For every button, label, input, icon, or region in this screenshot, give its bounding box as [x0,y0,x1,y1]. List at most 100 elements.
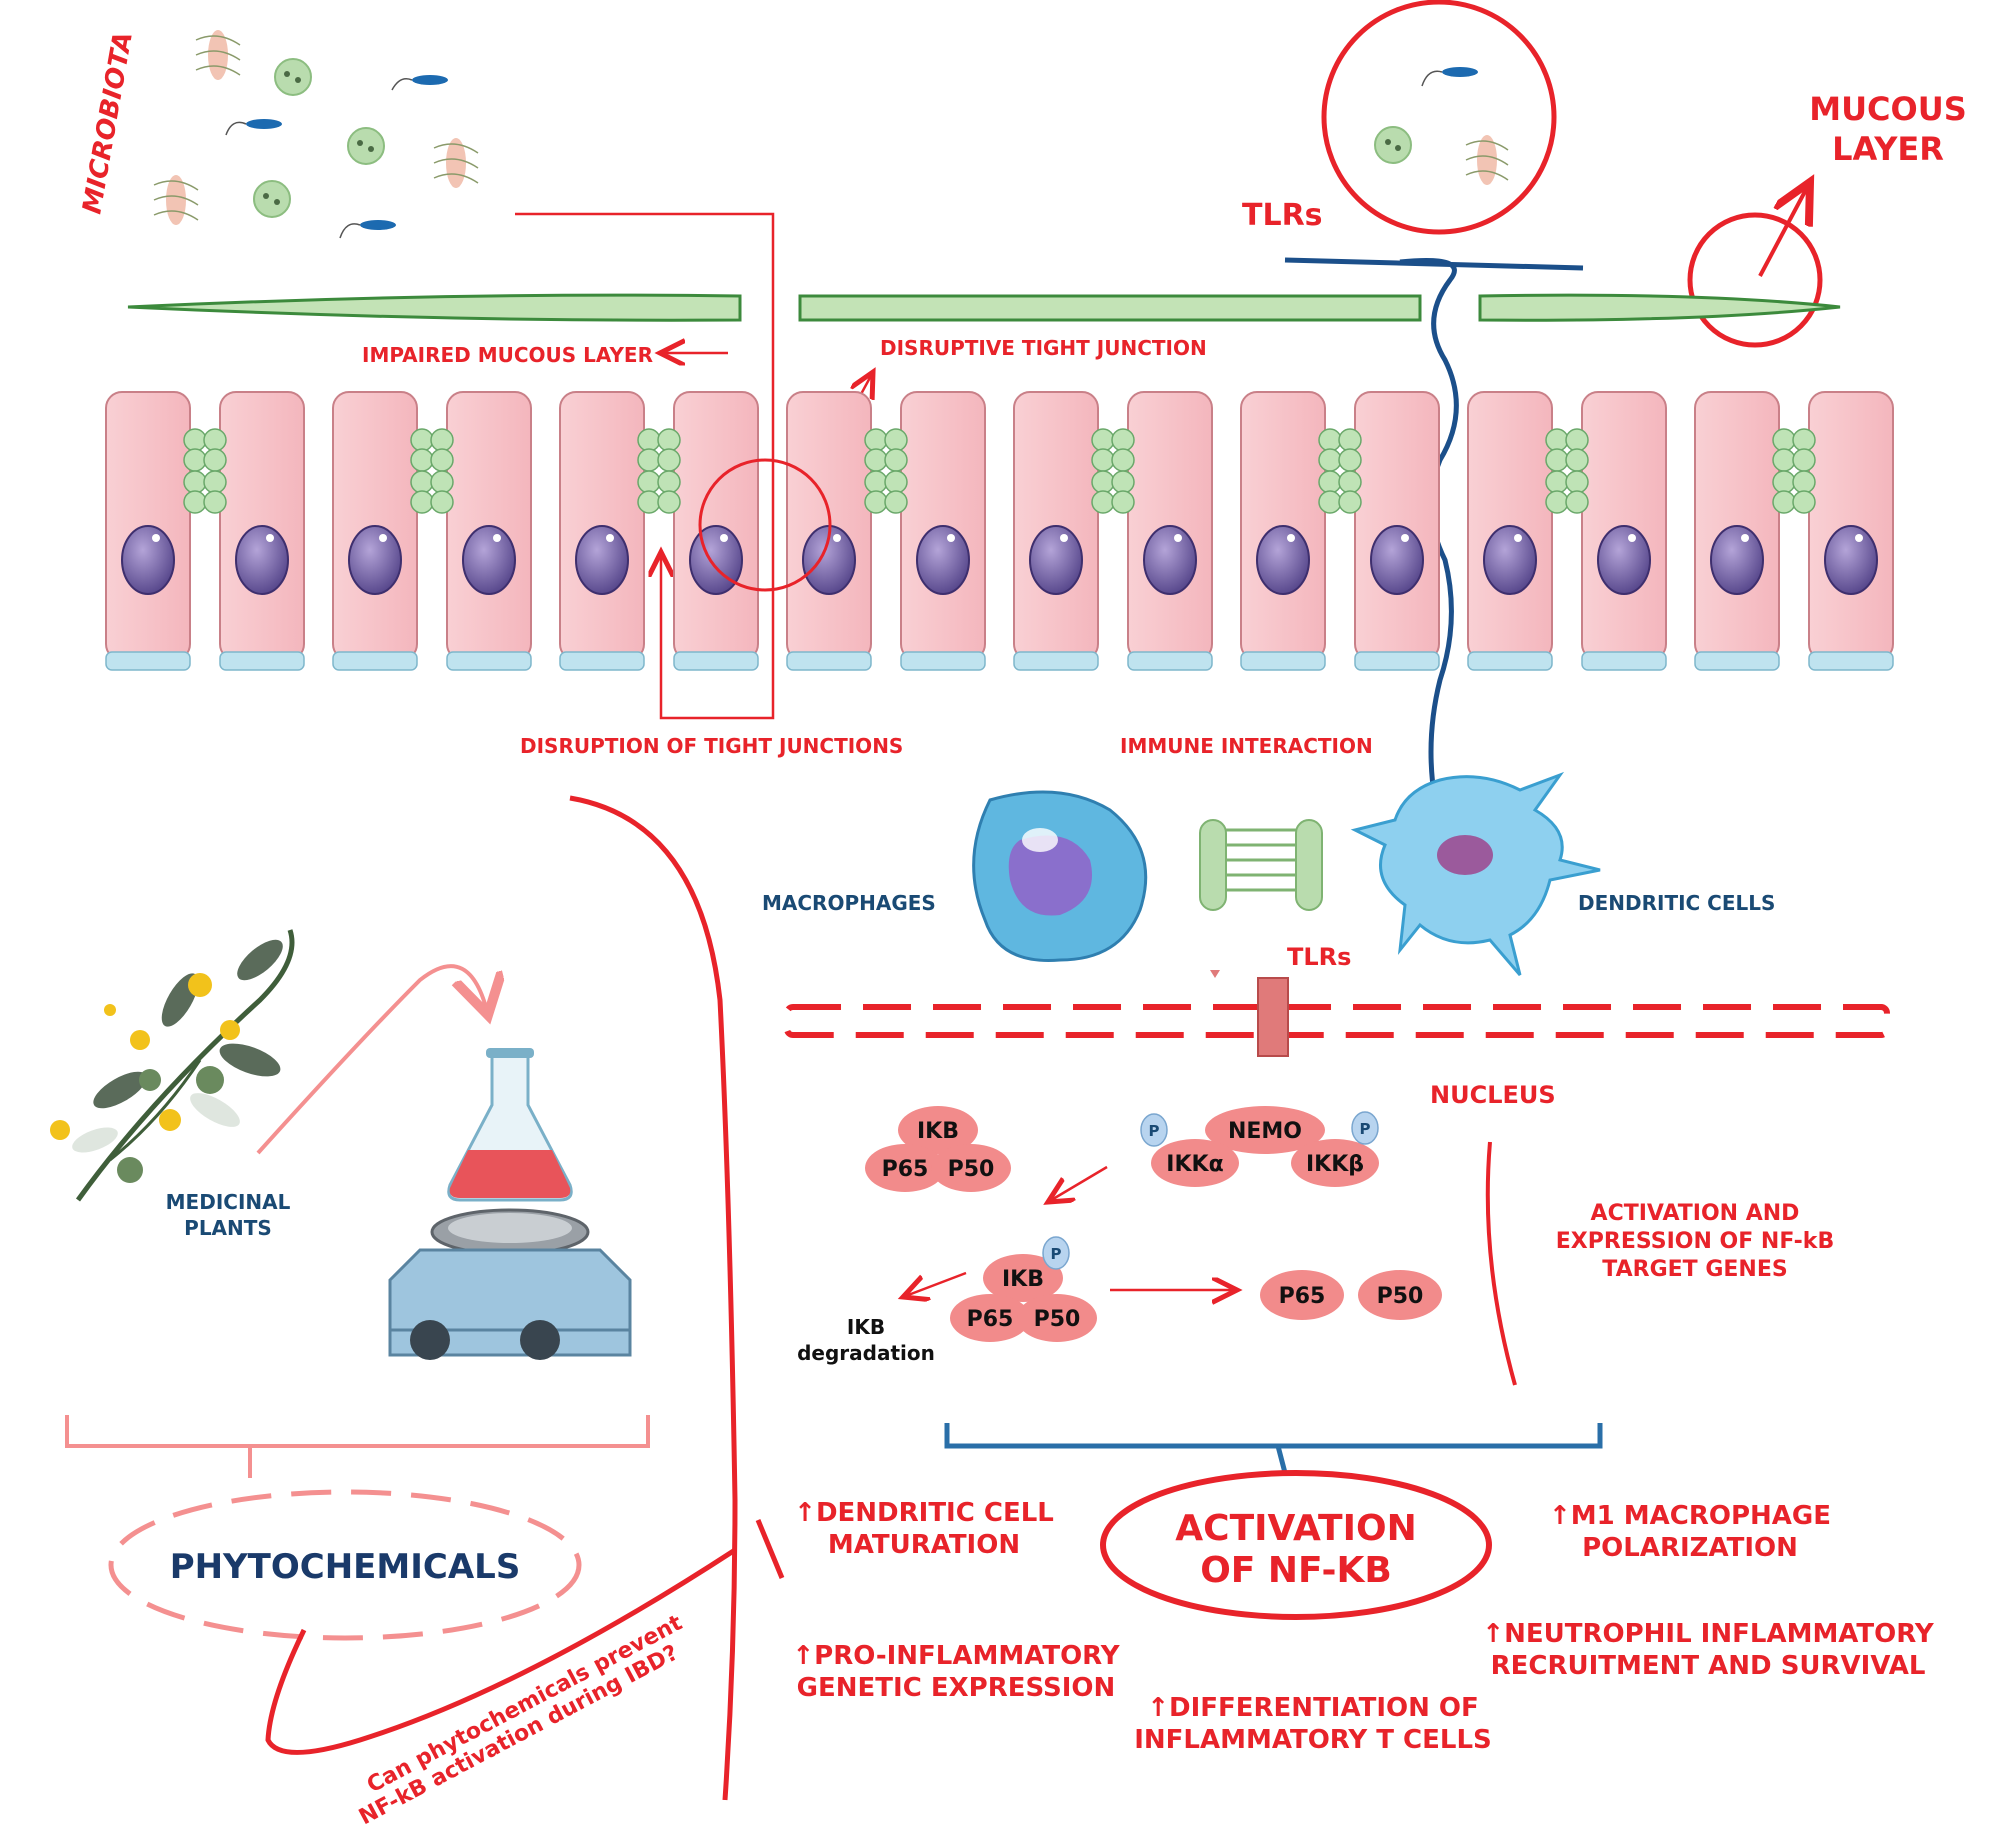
ikb-p65-p50-complex-1: IKB P65 P50 [865,1106,1011,1192]
dendritic-cells-label: DENDRITIC CELLS [1578,891,1775,915]
mucous-layer-circle [1687,212,1823,348]
epithelial-cell [673,391,759,671]
coccus-icon [253,180,291,218]
phospho-icon [1140,1113,1168,1147]
epithelial-cell [1013,391,1099,671]
mucous-layer-bar [127,293,1841,322]
phytochemicals-label: PHYTOCHEMICALS [170,1547,521,1587]
impaired-mucous-label: IMPAIRED MUCOUS LAYER [362,343,653,367]
free-nfkb-dimers: P65 P50 [1260,1270,1442,1320]
activation-expression-label-2: EXPRESSION OF NF-kB [1556,1229,1834,1254]
immune-interaction-label: IMMUNE INTERACTION [1120,734,1373,758]
p65-label: P65 [967,1307,1014,1332]
medicinal-plant-icon [50,929,295,1202]
epithelial-cell [1808,391,1894,671]
activation-expression-label-3: TARGET GENES [1602,1257,1787,1282]
spiral-bacteria-icon [153,175,199,225]
epithelial-cell-layer [105,391,1894,671]
neutrophil-label-1: ↑NEUTROPHIL INFLAMMATORY [1482,1619,1935,1649]
coccus-icon [1374,126,1412,164]
flagellate-icon [391,75,448,91]
nucleus-icon [1256,525,1310,595]
ikb-label: IKB [1002,1267,1044,1292]
tight-junction-icon [1545,428,1589,514]
tight-junction-icon [1772,428,1816,514]
microbes-cluster [153,30,479,239]
epithelial-cell [1354,391,1440,671]
epithelial-cell [105,391,191,671]
nfkb-activation-label-1: ACTIVATION [1175,1508,1416,1549]
nucleus-icon [1143,525,1197,595]
m1-polarization-label-2: POLARIZATION [1582,1533,1798,1563]
p65-label: P65 [1279,1284,1326,1309]
tlr-receptor-icon [1210,970,1289,1057]
nfkb-activation-label-2: OF NF-KB [1200,1550,1392,1591]
epithelial-cell [900,391,986,671]
nucleus-icon [121,525,175,595]
mucous-layer-arrow [1758,182,1810,277]
m1-polarization-label-1: ↑M1 MACROPHAGE [1549,1501,1831,1531]
p50-label: P50 [1034,1307,1081,1332]
activation-expression-label-1: ACTIVATION AND [1591,1201,1800,1226]
tight-junction-icon [637,428,681,514]
differentiation-label-2: INFLAMMATORY T CELLS [1134,1725,1492,1755]
tlrs-bottom-label: TLRs [1287,943,1351,971]
phospho-icon [1351,1111,1379,1145]
nucleus-icon [1029,525,1083,595]
epithelial-cell [559,391,645,671]
medicinal-plants-label-2: PLANTS [184,1216,272,1240]
tight-junction-icon [183,428,227,514]
nucleus-icon [1824,525,1878,595]
dc-maturation-label-1: ↑DENDRITIC CELL [794,1498,1054,1528]
microbiota-text: MICROBIOTA [77,30,139,217]
ikkb-label: IKKβ [1306,1152,1364,1177]
nucleus-icon [1483,525,1537,595]
p50-label: P50 [948,1157,995,1182]
neutrophil-label-2: RECRUITMENT AND SURVIVAL [1491,1651,1926,1681]
inhibition-curve [569,795,738,1801]
p65-label: P65 [882,1157,929,1182]
nucleus-icon [1370,525,1424,595]
question-label-2: NF-kB activation during IBD? [355,1640,682,1829]
nucleus-icon [916,525,970,595]
ikb-p65-p50-complex-2: IKB P65 P50 P [950,1236,1097,1342]
epithelial-cell [1694,391,1780,671]
flagellate-icon [1442,67,1478,77]
tight-junction-icon [1091,428,1135,514]
medicinal-plants-label-1: MEDICINAL [166,1190,291,1214]
phospho-icon [1042,1236,1070,1270]
flagellate-icon [339,220,396,239]
epithelial-cell [1240,391,1326,671]
dc-maturation-label-2: MATURATION [828,1530,1020,1560]
mucous-layer-label-1: MUCOUS [1809,90,1967,128]
epithelial-cell [1581,391,1667,671]
plants-bracket [65,1415,650,1478]
dendritic-cell-icon [1350,771,1601,976]
spiral-bacteria-icon [433,138,479,188]
phospho-label: P [1149,1122,1160,1140]
ikka-label: IKKα [1166,1152,1223,1177]
proinflammatory-label-1: ↑PRO-INFLAMMATORY [792,1641,1120,1671]
tlrs-top-label: TLRs [1242,198,1323,233]
ikb-degradation-label-2: degradation [797,1341,935,1365]
phytochemicals-ellipse [108,1489,582,1641]
flask-icon [447,1048,573,1202]
coccus-icon [347,127,385,165]
disruption-tj-label: DISRUPTION OF TIGHT JUNCTIONS [520,734,903,758]
hot-plate-stirrer-icon [388,1208,632,1360]
ikb-degradation-arrow [903,1271,967,1297]
tight-junction-highlight-circle [698,458,832,592]
nucleus-icon [1597,525,1651,595]
nucleus-icon [348,525,402,595]
phospho-label: P [1360,1120,1371,1138]
inhibition-arrow [265,1519,785,1755]
tight-junction-icon [864,428,908,514]
disruptive-tj-label: DISRUPTIVE TIGHT JUNCTION [880,336,1207,360]
microbiota-path-arrow [515,212,775,720]
tlr-microbe-circle [1321,0,1557,235]
t-cell-synapse-icon [1199,819,1323,911]
p50-label: P50 [1377,1284,1424,1309]
epithelial-cell [219,391,305,671]
ikk-to-ikb-arrow [1048,1165,1108,1202]
ikb-degradation-label-1: IKB [847,1315,885,1339]
